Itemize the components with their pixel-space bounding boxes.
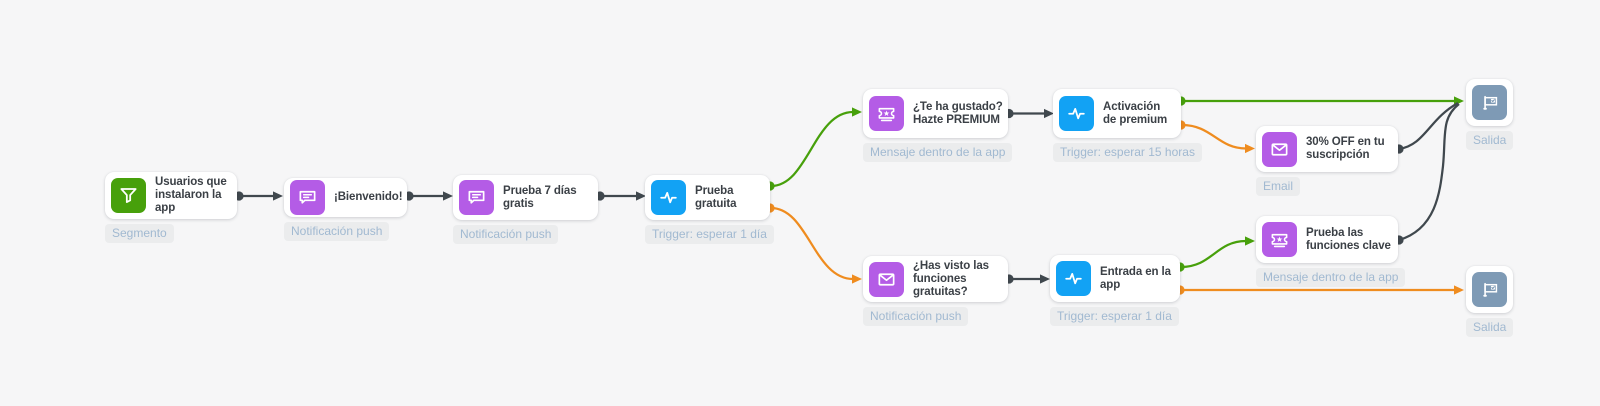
node-card-30-off[interactable]: 30% OFF en tu suscripción: [1256, 126, 1398, 172]
ticket-icon: [1262, 222, 1297, 257]
edge-prueba-gratuita-to-has-visto-funciones: [770, 206, 854, 281]
node-title: Prueba las funciones clave: [1306, 226, 1391, 252]
node-card-salida-inferior[interactable]: [1466, 266, 1513, 313]
node-card-salida-superior[interactable]: [1466, 79, 1513, 126]
node-title: ¿Has visto las funciones gratuitas?: [913, 259, 989, 298]
flag-icon: [1472, 85, 1507, 120]
node-type-badge: Notificación push: [863, 307, 969, 326]
flow-node-salida-superior: Salida: [1466, 79, 1514, 150]
node-type-badge: Mensaje dentro de la app: [863, 143, 1013, 162]
pulse-icon: [1056, 261, 1091, 296]
node-type-badge: Notificación push: [284, 222, 390, 241]
node-title: Entrada en la app: [1100, 265, 1171, 291]
node-type-badge: Segmento: [105, 224, 174, 243]
flag-icon: [1472, 272, 1507, 307]
envelope-icon: [869, 261, 904, 297]
flow-node-te-ha-gustado: ¿Te ha gustado? Hazte PREMIUM Mensaje den…: [863, 89, 1013, 162]
arrowhead: [1040, 274, 1050, 284]
ticket-icon: [869, 96, 904, 131]
arrowhead: [1454, 285, 1464, 295]
flow-node-has-visto-funciones: ¿Has visto las funciones gratuitas? Notif…: [863, 256, 1008, 326]
node-type-badge: Salida: [1466, 131, 1514, 150]
node-title: Usuarios que instalaron la app: [155, 176, 227, 214]
node-type-badge: Trigger: esperar 1 día: [1050, 307, 1179, 326]
node-title: Prueba gratuita: [695, 184, 737, 210]
pulse-icon: [1059, 96, 1094, 131]
chat-icon: [290, 180, 325, 215]
node-card-prueba-funciones-clave[interactable]: Prueba las funciones clave: [1256, 216, 1398, 263]
arrowhead: [1245, 236, 1255, 246]
edge-entrada-en-app-to-prueba-funciones-clave: [1180, 239, 1247, 269]
node-type-badge: Notificación push: [453, 225, 559, 244]
arrowhead: [443, 191, 453, 201]
node-card-te-ha-gustado[interactable]: ¿Te ha gustado? Hazte PREMIUM: [863, 89, 1008, 138]
node-type-badge: Mensaje dentro de la app: [1256, 268, 1406, 287]
node-title: Activación de premium: [1103, 100, 1168, 126]
node-card-prueba-7-dias[interactable]: Prueba 7 días gratis: [453, 175, 598, 220]
node-title: ¿Te ha gustado? Hazte PREMIUM: [913, 100, 1003, 126]
edge-prueba-funciones-clave-to-salida-superior: [1398, 103, 1460, 242]
arrowhead: [1245, 143, 1255, 154]
pulse-icon: [651, 180, 686, 215]
node-type-badge: Salida: [1466, 318, 1514, 337]
funnel-icon: [111, 178, 146, 213]
flow-node-salida-inferior: Salida: [1466, 266, 1514, 337]
flow-node-bienvenido: ¡Bienvenido! Notificación push: [284, 178, 407, 241]
node-title: ¡Bienvenido!: [334, 191, 403, 203]
node-title: 30% OFF en tu suscripción: [1306, 136, 1385, 161]
node-type-badge: Email: [1256, 177, 1301, 196]
node-title: Prueba 7 días gratis: [503, 184, 577, 210]
node-type-badge: Trigger: esperar 15 horas: [1053, 143, 1202, 162]
node-card-has-visto-funciones[interactable]: ¿Has visto las funciones gratuitas?: [863, 256, 1008, 302]
arrowhead: [273, 191, 283, 201]
node-card-activacion-premium[interactable]: Activación de premium: [1053, 89, 1181, 138]
arrowhead: [852, 107, 862, 117]
node-card-entrada-en-app[interactable]: Entrada en la app: [1050, 255, 1180, 302]
node-card-prueba-gratuita[interactable]: Prueba gratuita: [645, 175, 770, 220]
arrowhead: [852, 274, 862, 284]
edge-30-off-to-salida-superior: [1398, 102, 1459, 151]
node-type-badge: Trigger: esperar 1 día: [645, 225, 774, 244]
node-card-segmento[interactable]: Usuarios que instalaron la app: [105, 172, 237, 219]
node-card-bienvenido[interactable]: ¡Bienvenido!: [284, 178, 407, 217]
envelope-icon: [1262, 131, 1297, 167]
edge-prueba-gratuita-to-te-ha-gustado: [770, 110, 854, 188]
arrowhead: [1454, 96, 1464, 106]
chat-icon: [459, 180, 494, 215]
